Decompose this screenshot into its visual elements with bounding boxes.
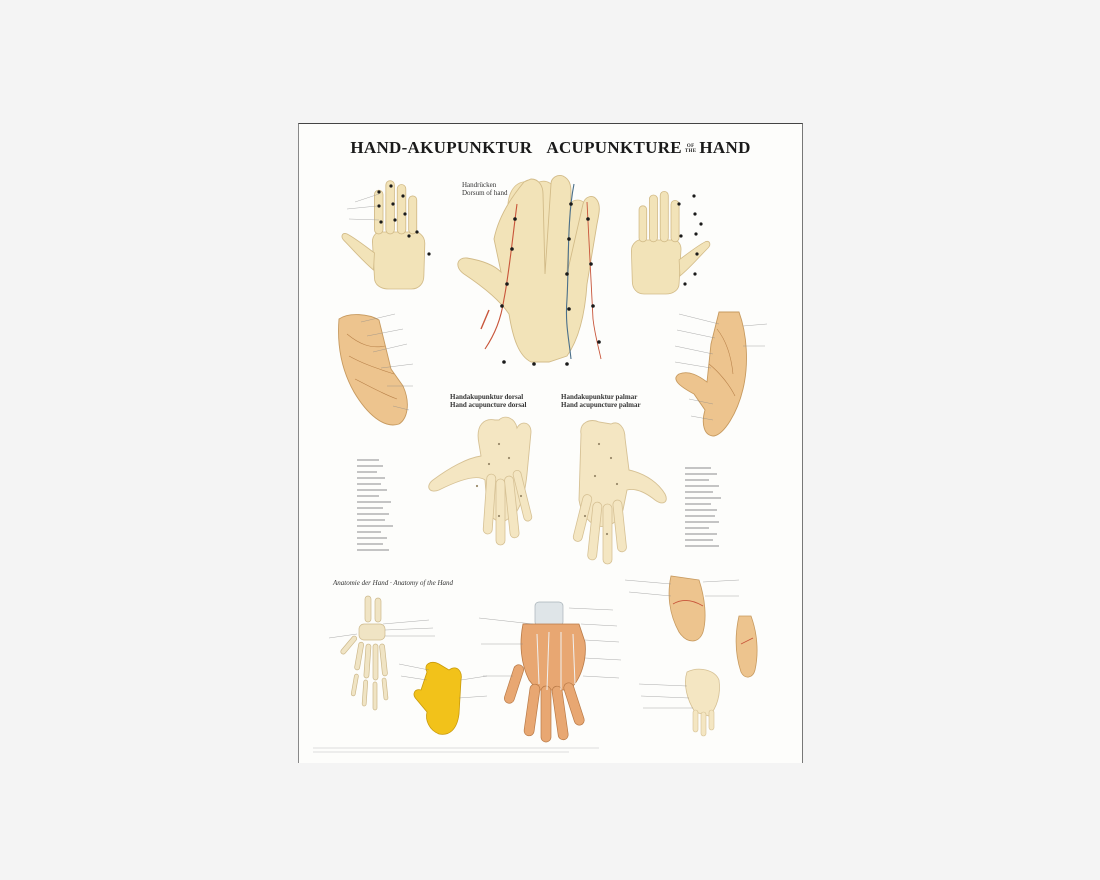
top-right-hand-points	[677, 194, 703, 286]
top-right-hand	[630, 190, 711, 295]
footer-fine-print	[313, 747, 599, 753]
right-legend-lines	[685, 467, 721, 547]
dorsal-acupuncture-hand	[428, 416, 533, 546]
right-side-view-hand	[674, 311, 768, 437]
left-side-view-hand	[338, 313, 414, 426]
top-left-hand-leaders	[346, 193, 380, 221]
anatomical-muscle-hand	[478, 601, 622, 743]
top-left-hand-points	[377, 184, 431, 256]
dorsal-caption: Handakupunktur dorsal Hand acupuncture d…	[450, 393, 527, 409]
palm-detail-hand	[638, 668, 720, 737]
skeleton-hand-leaders	[328, 619, 435, 639]
top-left-hand	[341, 180, 426, 290]
illustrations	[313, 175, 768, 753]
dorsum-caption: Handrücken Dorsum of hand	[462, 181, 508, 197]
title-english: ACUPUNKTURE	[546, 138, 682, 157]
yellow-tendon-hand	[398, 662, 488, 735]
palmar-acupuncture-hand	[572, 420, 667, 565]
large-dorsum-hand-detail	[457, 175, 602, 366]
skeleton-hand	[340, 595, 389, 711]
title-hand: HAND	[699, 138, 751, 157]
finger-detail	[735, 615, 758, 678]
anatomy-caption: Anatomie der Hand · Anatomy of the Hand	[333, 579, 454, 587]
palmar-caption: Handakupunktur palmar Hand acupuncture p…	[561, 393, 641, 409]
left-legend-lines	[357, 459, 393, 551]
wrist-detail-hand	[624, 575, 740, 642]
title-german: HAND-AKUPUNKTUR	[350, 138, 533, 157]
